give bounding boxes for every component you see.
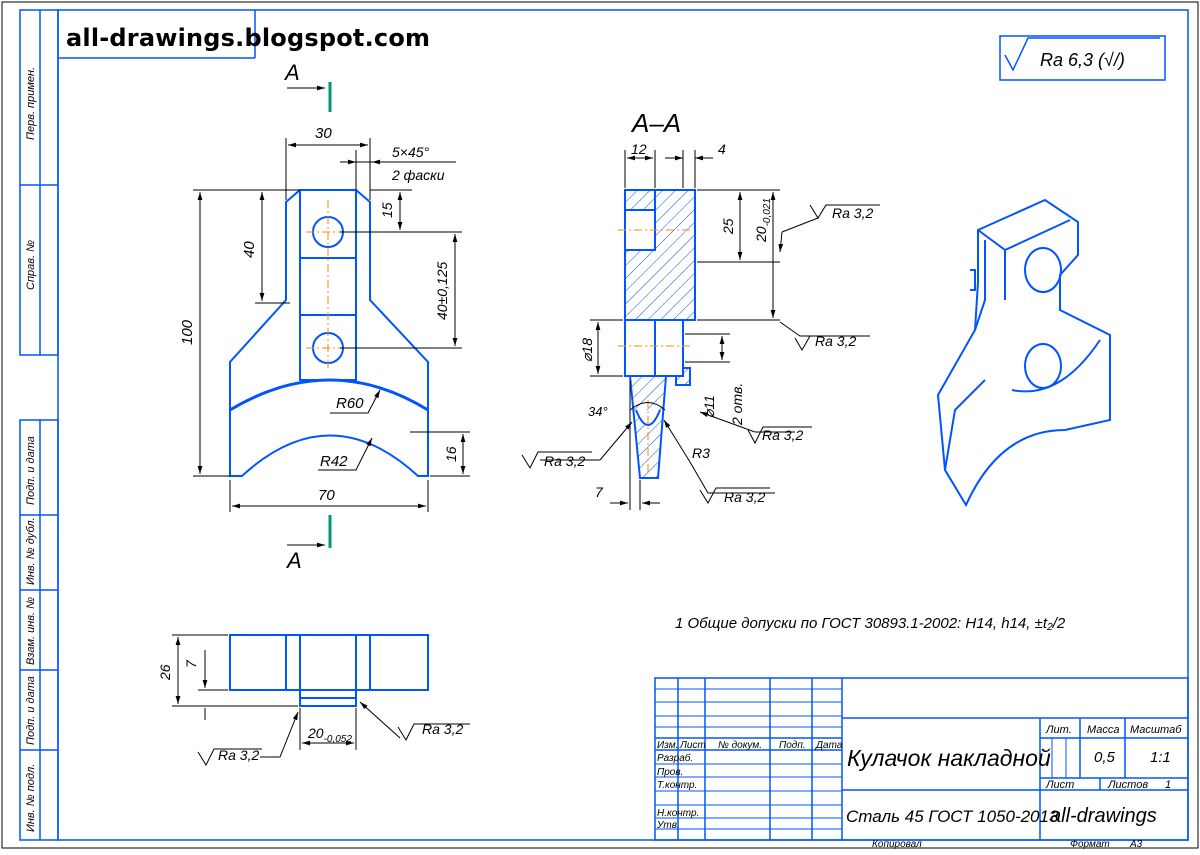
section-title: A–A <box>630 108 681 138</box>
scale-value: 1:1 <box>1150 749 1171 766</box>
col-podp: Подп. <box>779 740 806 751</box>
dim-d18: ⌀18 <box>579 338 595 362</box>
title-block <box>654 677 1189 841</box>
dim-40: 40 <box>241 241 258 258</box>
dim-40-tol: 40±0,125 <box>434 261 450 320</box>
dim-100: 100 <box>179 319 196 345</box>
dim-7b: 7 <box>183 659 199 668</box>
col-izm: Изм. <box>657 740 678 751</box>
roughness-r2: Ra 3,2 <box>815 333 856 349</box>
part-name: Кулачок накладной <box>847 745 1051 771</box>
dim-2-otv: 2 отв. <box>729 383 745 426</box>
roughness-r5: Ra 3,2 <box>724 489 765 505</box>
dim-4: 4 <box>718 141 726 157</box>
dim-16: 16 <box>443 446 459 462</box>
top-view-roughness <box>197 723 470 767</box>
top-view <box>229 634 429 707</box>
format-label: Формат <box>1070 839 1110 850</box>
dim-15: 15 <box>379 202 395 218</box>
lit-label: Лит. <box>1045 724 1072 736</box>
dim-2-faski: 2 фаски <box>391 167 445 183</box>
role-utv: Утв. <box>656 820 680 831</box>
dim-30: 30 <box>315 125 332 142</box>
roughness-r1: Ra 3,2 <box>832 205 873 221</box>
roughness-r4: Ra 3,2 <box>544 453 585 469</box>
dim-20a: 20-0,021 <box>753 198 773 243</box>
sheets-value: 1 <box>1165 779 1171 791</box>
sheet-label: Лист <box>1045 779 1074 791</box>
col-dokum: № докум. <box>718 740 762 751</box>
role-razrab: Разраб. <box>657 752 693 764</box>
role-prov: Пров. <box>657 767 683 778</box>
front-view <box>229 189 429 477</box>
dim-26: 26 <box>157 664 173 681</box>
scale-label: Масштаб <box>1130 724 1182 736</box>
dim-5x45: 5×45° <box>392 144 430 160</box>
strip-label-dubl: Инв. № дубл. <box>25 517 37 585</box>
section-cut-markers: A A <box>283 60 332 573</box>
dim-20b: 20-0,052 <box>307 725 352 745</box>
dim-d11: ⌀11 <box>701 395 717 418</box>
mass-label: Масса <box>1087 724 1120 736</box>
dim-r42: R42 <box>320 453 348 470</box>
roughness-general-text: Ra 6,3 (√/) <box>1040 50 1125 70</box>
copied-label: Копировал <box>872 839 922 850</box>
cut-label-top: A <box>283 60 300 85</box>
dim-34: 34° <box>588 404 608 419</box>
strip-label-sprav: Справ. № <box>25 240 37 290</box>
format-value: А3 <box>1129 839 1143 850</box>
role-tkontr: Т.контр. <box>657 780 697 791</box>
section-view <box>624 189 696 479</box>
strip-label-podp1: Подп. и дата <box>25 436 37 505</box>
tolerance-note: 1 Общие допуски по ГОСТ 30893.1-2002: H1… <box>675 615 1066 632</box>
roughness-r3: Ra 3,2 <box>762 427 803 443</box>
dim-12: 12 <box>631 141 647 157</box>
dim-70: 70 <box>318 487 335 504</box>
strip-label-vzam: Взам. инв. № <box>25 597 37 665</box>
strip-label-perv: Перв. примен. <box>25 67 37 140</box>
top-view-dims <box>172 634 401 758</box>
roughness-r6: Ra 3,2 <box>218 747 259 763</box>
role-nkontr: Н.контр. <box>657 808 699 819</box>
mass-value: 0,5 <box>1094 749 1116 766</box>
col-data: Дата <box>815 740 843 751</box>
material: Сталь 45 ГОСТ 1050-2013 <box>846 807 1059 826</box>
title-block-text: Изм. Лист № докум. Подп. Дата Разраб. Пр… <box>656 724 1182 850</box>
site-watermark: all-drawings.blogspot.com <box>66 24 431 52</box>
dim-r60: R60 <box>336 395 364 412</box>
dim-25: 25 <box>720 218 736 235</box>
section-axes <box>618 229 690 475</box>
section-dims <box>540 150 870 510</box>
cut-label-bottom: A <box>285 548 302 573</box>
section-roughness-marks <box>521 204 880 505</box>
roughness-r7: Ra 3,2 <box>422 721 463 737</box>
isometric-view <box>936 198 1111 508</box>
col-list: Лист <box>679 740 706 751</box>
sheets-label: Листов <box>1107 779 1148 791</box>
roughness-general: Ra 6,3 (√/) <box>999 35 1166 81</box>
front-view-dims <box>193 138 470 512</box>
strip-label-podl: Инв. № подл. <box>25 764 37 832</box>
strip-label-podp2: Подп. и дата <box>25 676 37 745</box>
dim-r3: R3 <box>692 445 710 461</box>
org-name: all-drawings <box>1050 805 1157 827</box>
dim-7a: 7 <box>595 484 604 500</box>
side-strip: Перв. примен. Справ. № Подп. и дата Инв.… <box>19 9 59 841</box>
